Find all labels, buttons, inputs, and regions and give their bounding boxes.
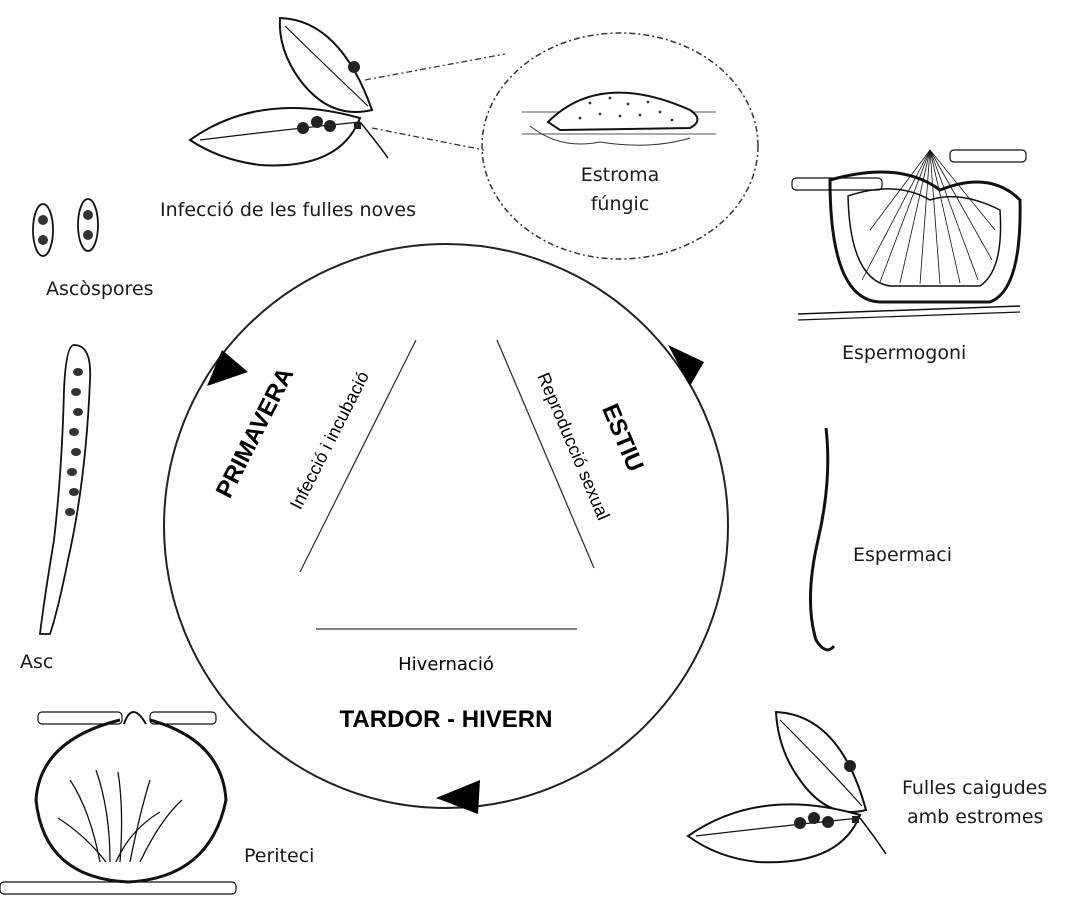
ascospores-label: Ascòspores: [46, 278, 154, 300]
connector-line-bottom: [372, 128, 484, 150]
spermogonium-label: Espermogoni: [842, 342, 966, 364]
autumn-winter-subtitle: Hivernació: [346, 654, 546, 675]
ascus-label: Asc: [20, 651, 53, 673]
stroma-label-line1: Estroma: [570, 164, 670, 186]
ascospores-icon: [33, 199, 98, 256]
arrow-top-right-icon: [668, 345, 704, 386]
autumn-winter-title: TARDOR - HIVERN: [296, 706, 596, 734]
stroma-label-line2: fúngic: [570, 193, 670, 215]
spermatium-label: Espermaci: [853, 544, 952, 566]
fallen-leaves-label-line1: Fulles caigudes: [902, 777, 1047, 799]
stroma-icon: [522, 93, 716, 146]
young-leaves-label: Infecció de les fulles noves: [160, 199, 416, 221]
young-leaves-icon: [190, 18, 388, 165]
fallen-leaves-label-line2: amb estromes: [907, 806, 1043, 828]
spermatium-icon: [810, 428, 834, 650]
stroma-bubble: [482, 33, 758, 259]
connector-line-top: [365, 54, 505, 80]
spermogonium-icon: [792, 150, 1026, 320]
fallen-leaves-icon: [688, 712, 886, 862]
perithecium-label: Periteci: [244, 845, 314, 867]
perithecium-icon: [0, 712, 236, 894]
ascus-icon: [40, 345, 90, 634]
